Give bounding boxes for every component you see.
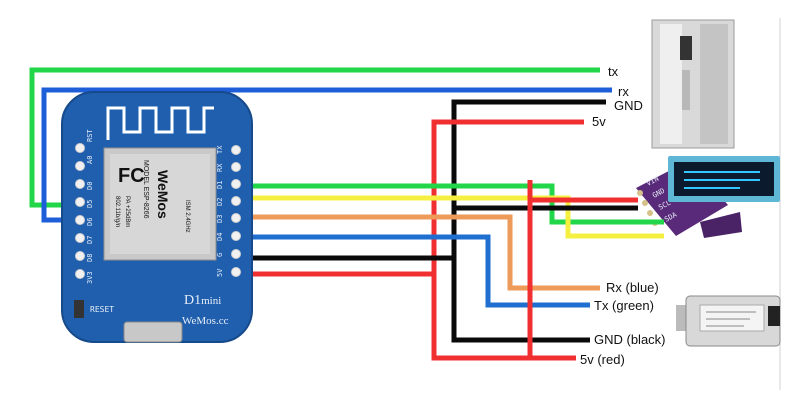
wires [29,67,664,361]
fcc-mark: FC [118,165,145,187]
wemos-d1-mini-board: FC WeMos MODEL ESP-8266 ISM 2.4GHz PA +2… [61,91,253,343]
pin-rx: RX [216,163,224,172]
label-gnd-black: GND (black) [594,332,666,347]
pin-g: G [216,253,224,257]
right-header [231,145,241,277]
board-site: WeMos.cc [182,315,229,327]
pin-d1: D1 [216,181,224,189]
pin-d0: D0 [86,182,94,190]
label-tx: tx [608,64,619,79]
wire-5v-top [431,119,584,272]
wire-g-black [240,255,590,343]
reset-label: RESET [90,305,114,314]
reset-button [74,300,84,318]
model-line: MODEL ESP-8266 [142,160,149,219]
pin-3v3: 3V3 [86,271,94,284]
label-5v-red: 5v (red) [580,352,625,367]
wifi-antenna-icon [106,106,214,140]
board-name: D1mini [184,293,221,308]
pin-d4: D4 [216,233,224,241]
wire-d2-yellow [240,195,664,239]
label-rx: rx [618,84,629,99]
pin-d2: D2 [216,198,224,206]
label-5v-top: 5v [592,114,606,129]
oled-module-icon: VIN GND SCL SDA [636,156,780,238]
label-tx-green: Tx (green) [594,298,654,313]
pin-d5: D5 [86,200,94,208]
usb-port [123,321,183,343]
spec-1: ISM 2.4GHz [184,200,190,233]
wire-5v-red [240,271,576,361]
co2-sensor-icon [676,295,781,347]
pin-d6: D6 [86,218,94,226]
pin-d3: D3 [216,215,224,223]
pm-sensor-icon [651,19,735,149]
wire-tx-green [29,67,600,208]
board-name-sub: mini [201,295,221,307]
pin-d7: D7 [86,236,94,244]
pin-a0: A0 [86,156,94,164]
brand-logo: WeMos [155,170,171,219]
wire-d1-green [240,183,664,225]
left-header [75,143,85,279]
wire-d4-blue [240,234,590,308]
pin-d8: D8 [86,254,94,262]
label-rx-blue: Rx (blue) [606,280,659,295]
spec-3: 802.11b/g/n [114,196,120,227]
label-gnd-top: GND [614,98,643,113]
spec-2: PA +25dBm [124,196,130,227]
pin-rst: RST [86,129,94,142]
pin-tx: TX [216,145,224,154]
pin-5v: 5V [216,268,224,277]
board-name-main: D1 [184,293,201,308]
wire-d3-orange [240,214,600,291]
